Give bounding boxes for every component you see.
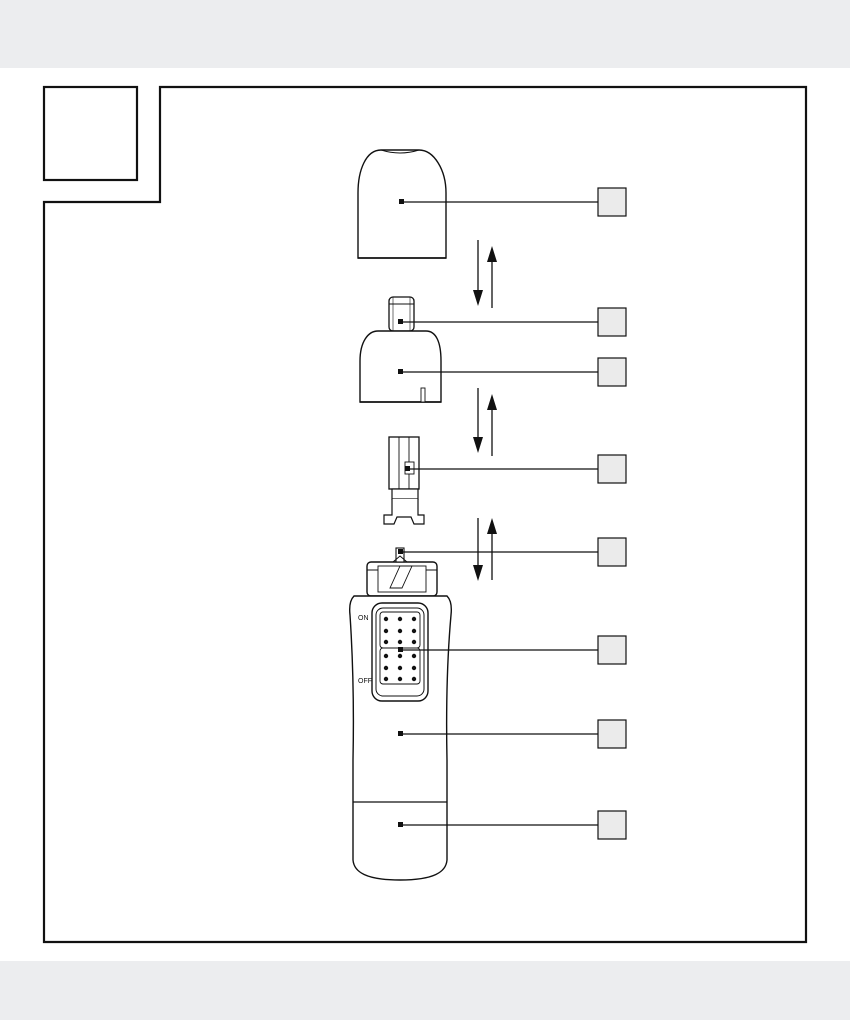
callout-device-body [398, 719, 627, 749]
exploded-view-diagram: ON OFF [42, 85, 808, 944]
callout-trimmer-head [398, 307, 627, 337]
callout-group [398, 187, 627, 840]
grip-dot [383, 676, 389, 682]
grip-dot [411, 639, 417, 645]
callout-drive-insert [405, 454, 627, 484]
grip-dot [383, 653, 389, 659]
grip-dot [383, 665, 389, 671]
grip-dot [397, 665, 403, 671]
grip-dot [397, 676, 403, 682]
callout-battery-compartment [398, 810, 627, 840]
switch-grip-dots [383, 616, 417, 682]
figure-sheet: ON OFF [0, 68, 850, 961]
switch-off-label: OFF [358, 678, 372, 685]
callout-protective-cap [399, 187, 627, 217]
figure-frame [42, 85, 808, 944]
detach-attach-arrows-2 [473, 388, 497, 456]
figure-number-box [42, 85, 139, 182]
drive-insert [383, 436, 425, 525]
callout-drive-coupling [398, 537, 627, 567]
switch-on-label: ON [358, 615, 369, 622]
grip-dot [397, 653, 403, 659]
trimmer-head [388, 296, 415, 332]
detach-attach-arrows-1 [473, 240, 497, 308]
drive-coupling [366, 547, 438, 597]
grip-dot [411, 676, 417, 682]
grip-dot [383, 616, 389, 622]
grip-dot [411, 665, 417, 671]
callout-head-housing [398, 357, 627, 387]
head-housing [359, 330, 442, 403]
grip-dot [383, 628, 389, 634]
grip-dot [383, 639, 389, 645]
grip-dot [397, 639, 403, 645]
grip-dot [411, 628, 417, 634]
grip-dot [397, 616, 403, 622]
callout-on-off-switch [398, 635, 627, 665]
grip-dot [397, 628, 403, 634]
detach-attach-arrows-3 [473, 518, 497, 581]
grip-dot [411, 616, 417, 622]
grip-dot [411, 653, 417, 659]
